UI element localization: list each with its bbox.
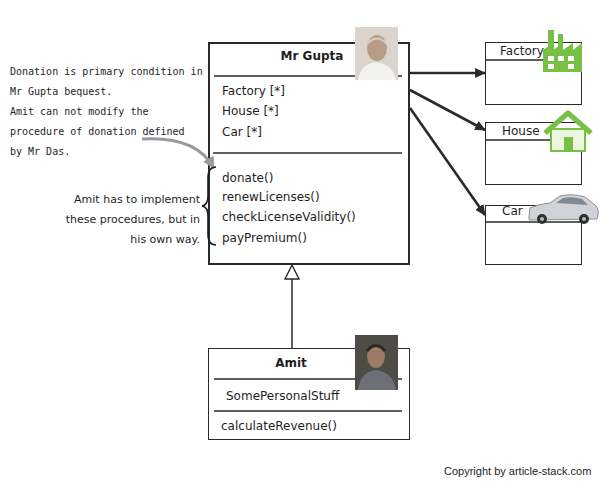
class-attribute: SomePersonalStuff	[226, 389, 406, 404]
note-text: Amit can not modify the procedure of don…	[10, 102, 196, 162]
inheritance-arrow	[291, 265, 293, 348]
car-icon	[529, 195, 598, 224]
class-name: Factory	[500, 44, 570, 59]
class-attribute: Car [*]	[222, 125, 372, 140]
class-divider	[213, 152, 402, 154]
callout-arrow	[142, 139, 213, 167]
class-box: AmitSomePersonalStuff calculateRevenue()	[208, 348, 410, 440]
class-name: Amit	[239, 356, 343, 371]
class-box: House	[485, 122, 582, 185]
person-photo	[355, 27, 398, 80]
note-text: Amit has to implement these procedures, …	[52, 190, 200, 250]
association-arrow	[410, 72, 485, 75]
association-arrow	[410, 108, 485, 215]
class-divider	[485, 221, 582, 223]
class-name: House	[502, 124, 572, 139]
class-method: payPremium()	[222, 231, 402, 246]
house-icon	[545, 113, 591, 151]
note-text: Donation is primary condition in Mr Gupt…	[10, 62, 210, 102]
factory-icon	[543, 30, 582, 72]
class-attribute: Factory [*]	[222, 84, 372, 99]
class-method: renewLicenses()	[222, 190, 402, 205]
class-name: Car	[502, 204, 562, 219]
class-name: Mr Gupta	[250, 49, 374, 64]
class-box: Car	[485, 205, 582, 265]
class-box: Factory	[485, 42, 582, 105]
association-arrow	[410, 90, 485, 130]
class-method: calculateRevenue()	[221, 419, 401, 434]
class-divider	[485, 139, 582, 141]
class-method: donate()	[222, 171, 402, 186]
class-divider	[214, 378, 402, 380]
class-divider	[214, 410, 402, 412]
person-photo	[355, 335, 398, 390]
class-box: Mr GuptaFactory [*] House [*] Car [*] donat…	[208, 42, 410, 265]
class-attribute: House [*]	[222, 104, 372, 119]
copyright-text: Copyright by article-stack.com	[444, 464, 609, 478]
class-divider	[214, 75, 402, 77]
class-method: checkLicenseValidity()	[222, 210, 407, 225]
class-divider	[485, 59, 582, 61]
